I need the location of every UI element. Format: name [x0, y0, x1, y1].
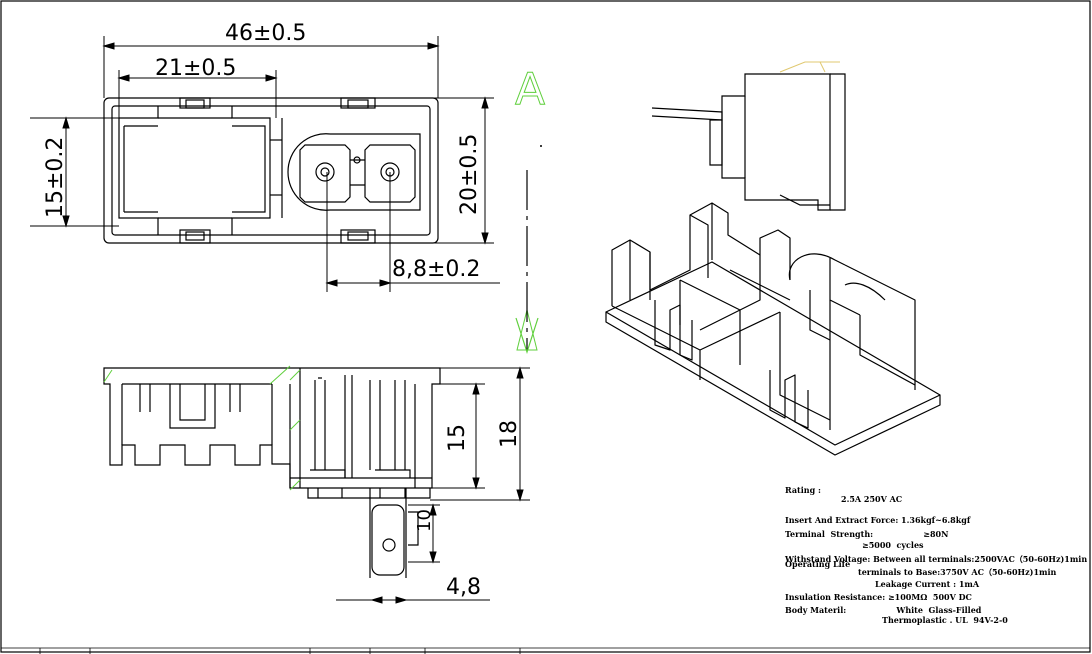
- spec-rating-label: Rating :: [785, 485, 821, 495]
- spec-body-material: Body Materil: White Glass-Filled: [785, 605, 982, 615]
- section-arrow-a: [515, 170, 539, 354]
- spec-withstand-voltage: Withstand Voltage: Between all terminals…: [785, 554, 1088, 564]
- spec-insert-force: Insert And Extract Force: 1.36kgf~6.8kgf: [785, 515, 971, 525]
- dim-pin-width: 4,8: [446, 575, 481, 600]
- section-label-a: A: [515, 64, 545, 115]
- top-view: [103, 97, 439, 244]
- dim-overall-width: 46±0.5: [225, 21, 306, 46]
- spec-insulation: Insulation Resistance: ≥100MΩ 500V DC: [785, 592, 972, 602]
- side-profile-view: [651, 73, 846, 211]
- dim-pin-length: 10: [414, 509, 435, 532]
- dim-body-height-18: 18: [497, 420, 522, 448]
- spec-operating-life: Operating Life: [785, 559, 851, 569]
- isometric-view: [605, 202, 941, 456]
- dim-body-height-15: 15: [445, 424, 470, 452]
- spec-terminals-base: terminals to Base:3750V AC（50-60Hz)1min: [858, 567, 1057, 577]
- side-view: [103, 367, 441, 578]
- spec-terminal-strength: Terminal Strength: ≥80N: [785, 529, 949, 539]
- side-view-dimensions: [336, 366, 530, 604]
- top-view-dimensions: [30, 36, 500, 292]
- dim-pin-pitch: 8,8±0.2: [392, 257, 480, 282]
- spec-thermoplastic: Thermoplastic . UL 94V-2-0: [882, 615, 1008, 625]
- dim-inner-width: 21±0.5: [155, 56, 236, 81]
- spec-rating-value: 2.5A 250V AC: [841, 494, 903, 504]
- dim-left-height: 15±0.2: [43, 137, 68, 218]
- side-view-hatching: [103, 365, 301, 491]
- side-profile-accent: [779, 61, 840, 73]
- dim-right-height: 20±0.5: [457, 134, 482, 215]
- spec-cycles: ≥5000 cycles: [862, 540, 924, 550]
- spec-leakage-current: Leakage Current : 1mA: [875, 579, 980, 589]
